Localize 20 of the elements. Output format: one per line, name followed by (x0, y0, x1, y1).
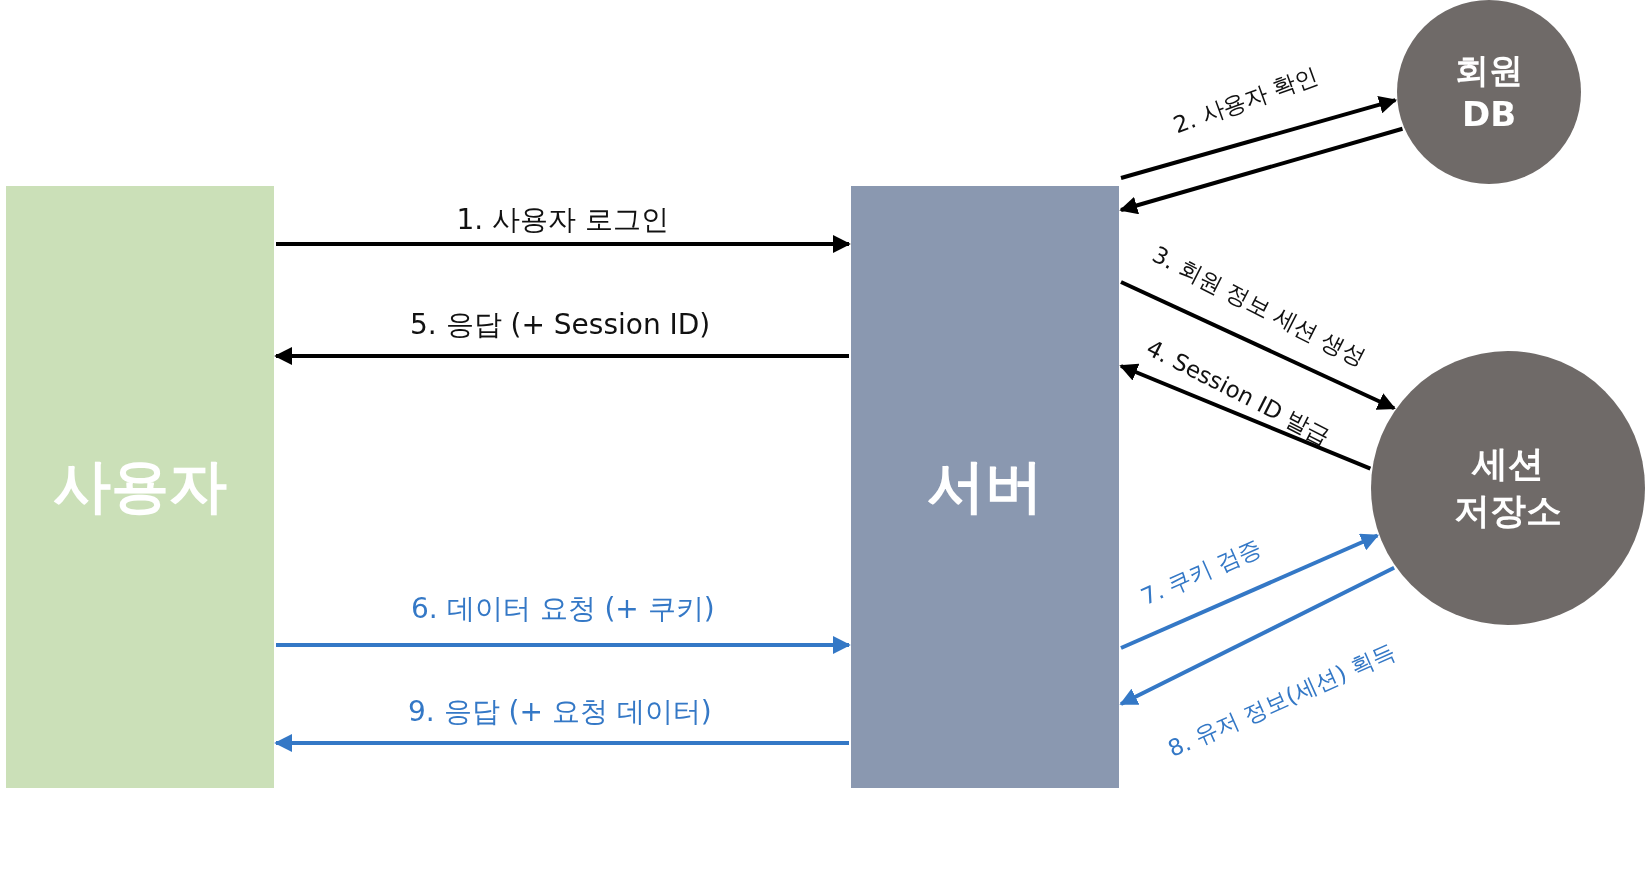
arrow (274, 347, 849, 365)
edge-label: 2. 사용자 확인 (1170, 62, 1322, 138)
arrow (276, 235, 851, 253)
arrow (1119, 565, 1396, 706)
edge-label: 1. 사용자 로그인 (456, 204, 669, 236)
edge-label: 9. 응답 (+ 요청 데이터) (408, 696, 712, 728)
arrow (1119, 363, 1372, 471)
server-box: 서버 (851, 186, 1119, 788)
edge-label: 5. 응답 (+ Session ID) (410, 309, 711, 341)
arrow (1120, 533, 1380, 650)
edge-label: 7. 쿠키 검증 (1136, 534, 1265, 610)
session-store-circle: 세션 저장소 (1371, 351, 1645, 625)
edge-label: 6. 데이터 요청 (+ 쿠키) (411, 593, 715, 625)
arrow (274, 734, 849, 752)
arrow (276, 636, 851, 654)
arrow (1119, 126, 1404, 215)
user-box: 사용자 (6, 186, 274, 788)
arrow (1120, 280, 1396, 411)
arrow (1120, 95, 1398, 180)
database-circle: 회원 DB (1397, 0, 1581, 184)
